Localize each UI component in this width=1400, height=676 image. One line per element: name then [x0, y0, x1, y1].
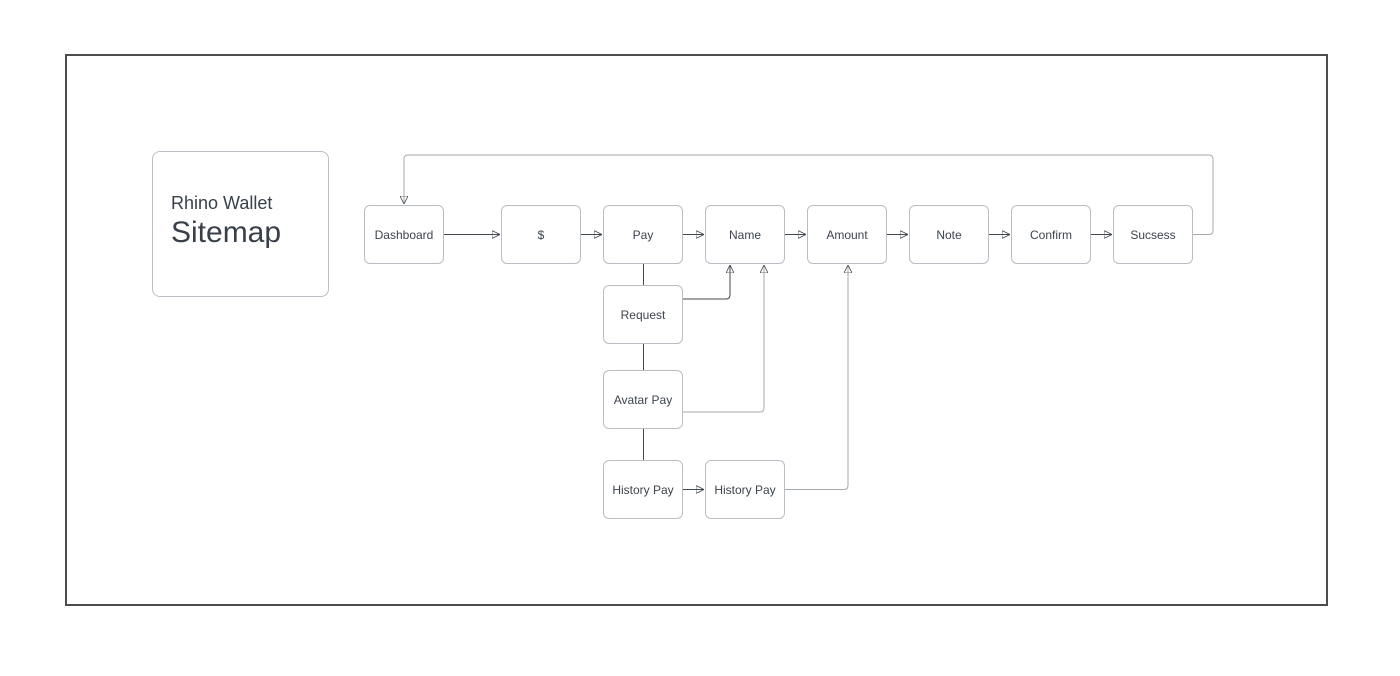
title-heading: Sitemap: [171, 216, 282, 249]
node-label: History Pay: [612, 482, 674, 497]
node-name[interactable]: Name: [705, 205, 785, 264]
node-label: Amount: [826, 227, 868, 242]
node-label: Name: [728, 227, 761, 242]
node-label: Request: [620, 307, 666, 322]
node-sucsess[interactable]: Sucsess: [1113, 205, 1193, 264]
node-label: Sucsess: [1130, 227, 1176, 242]
node-label: Note: [936, 227, 962, 242]
node-request[interactable]: Request: [603, 285, 683, 344]
node-note[interactable]: Note: [909, 205, 989, 264]
node-label: Avatar Pay: [613, 392, 673, 407]
edge-avatarpay-to-name: [683, 265, 764, 413]
node-history-pay-1[interactable]: History Pay: [603, 460, 683, 519]
node-label: Dashboard: [374, 227, 434, 242]
node-label: $: [537, 227, 545, 242]
node-dollar[interactable]: $: [501, 205, 581, 264]
node-avatar-pay[interactable]: Avatar Pay: [603, 370, 683, 429]
edge-historypay2-to-amount: [785, 265, 848, 490]
node-amount[interactable]: Amount: [807, 205, 887, 264]
node-dashboard[interactable]: Dashboard: [364, 205, 444, 264]
node-label: Confirm: [1029, 227, 1072, 242]
diagram-canvas: [65, 54, 1328, 606]
title-card[interactable]: Rhino Wallet Sitemap: [152, 151, 329, 297]
title-product: Rhino Wallet: [171, 193, 273, 213]
node-pay[interactable]: Pay: [603, 205, 683, 264]
node-history-pay-2[interactable]: History Pay: [705, 460, 785, 519]
node-confirm[interactable]: Confirm: [1011, 205, 1091, 264]
node-label: Pay: [632, 227, 654, 242]
edge-request-to-name: [683, 265, 730, 300]
edge-sucsess-to-dashboard-loop: [404, 154, 1214, 235]
node-label: History Pay: [714, 482, 776, 497]
